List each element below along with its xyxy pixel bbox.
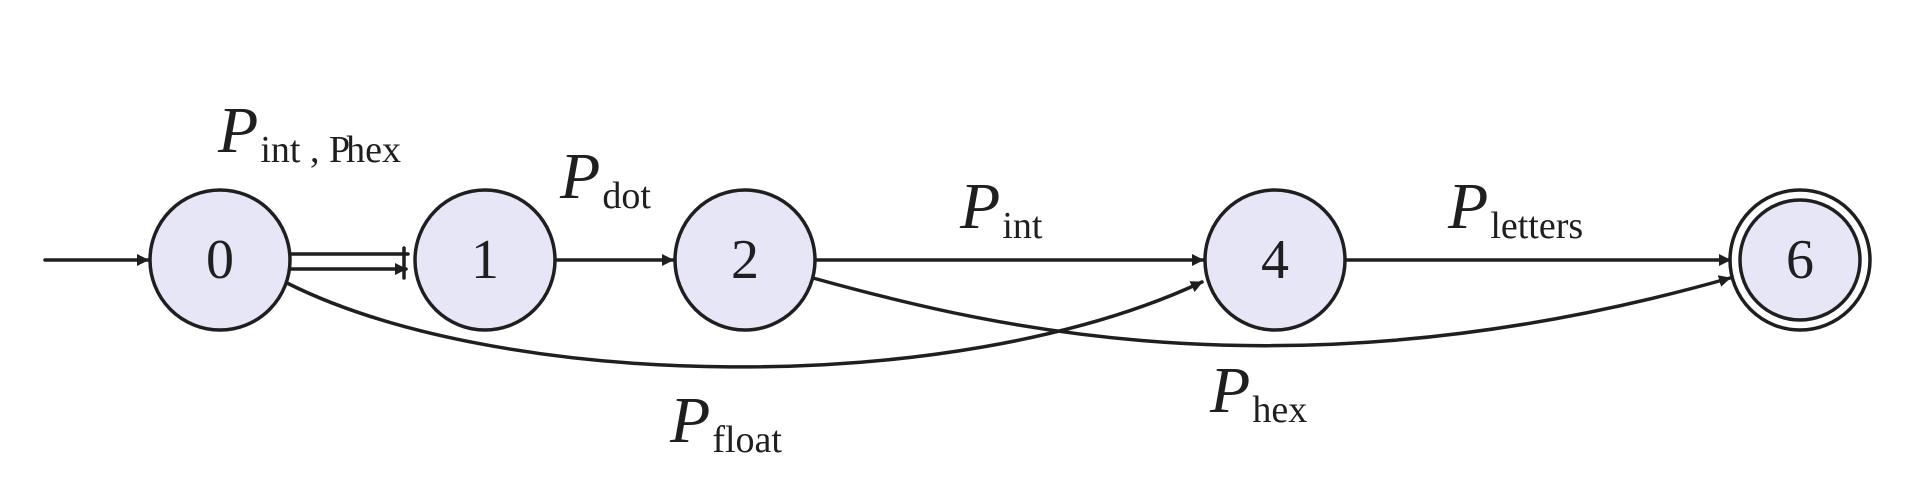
label-edge-2-4-sub: int: [1002, 205, 1043, 247]
label-edge-4-6-sub: letters: [1490, 205, 1583, 247]
state-2: 2: [673, 188, 817, 332]
label-edge-1-2-p: P: [559, 140, 600, 213]
state-6-accept: 6: [1728, 188, 1872, 332]
label-edge-0-1-sub2: hex: [346, 129, 401, 171]
label-edge-4-6-p: P: [1447, 170, 1488, 243]
state-1: 1: [413, 188, 557, 332]
label-edge-2-4-p: P: [959, 170, 1000, 243]
edge-2-6: [811, 275, 1732, 348]
label-edge-2-4: Pint: [959, 170, 1043, 247]
edge-0-4: [285, 280, 1204, 369]
label-edge-0-4-sub: float: [712, 419, 782, 461]
label-edge-2-6: Phex: [1209, 354, 1307, 431]
label-edge-2-6-sub: hex: [1252, 389, 1307, 431]
state-1-label: 1: [471, 229, 499, 291]
label-edge-0-4: Pfloat: [669, 384, 782, 461]
state-4-label: 4: [1261, 229, 1289, 291]
label-edge-1-2-sub: dot: [602, 175, 651, 217]
state-0: 0: [148, 188, 292, 332]
state-0-label: 0: [206, 229, 234, 291]
state-2-label: 2: [731, 229, 759, 291]
state-6-label: 6: [1786, 229, 1814, 291]
label-edge-0-4-p: P: [669, 384, 710, 457]
label-edge-2-6-p: P: [1209, 354, 1250, 427]
label-edge-0-1: Pint , Phex: [217, 94, 401, 171]
label-edge-4-6: Pletters: [1447, 170, 1583, 247]
label-edge-1-2: Pdot: [559, 140, 651, 217]
state-4: 4: [1203, 188, 1347, 332]
label-edge-0-1-sub: int , P: [260, 129, 350, 171]
label-edge-0-1-p: P: [217, 94, 258, 167]
